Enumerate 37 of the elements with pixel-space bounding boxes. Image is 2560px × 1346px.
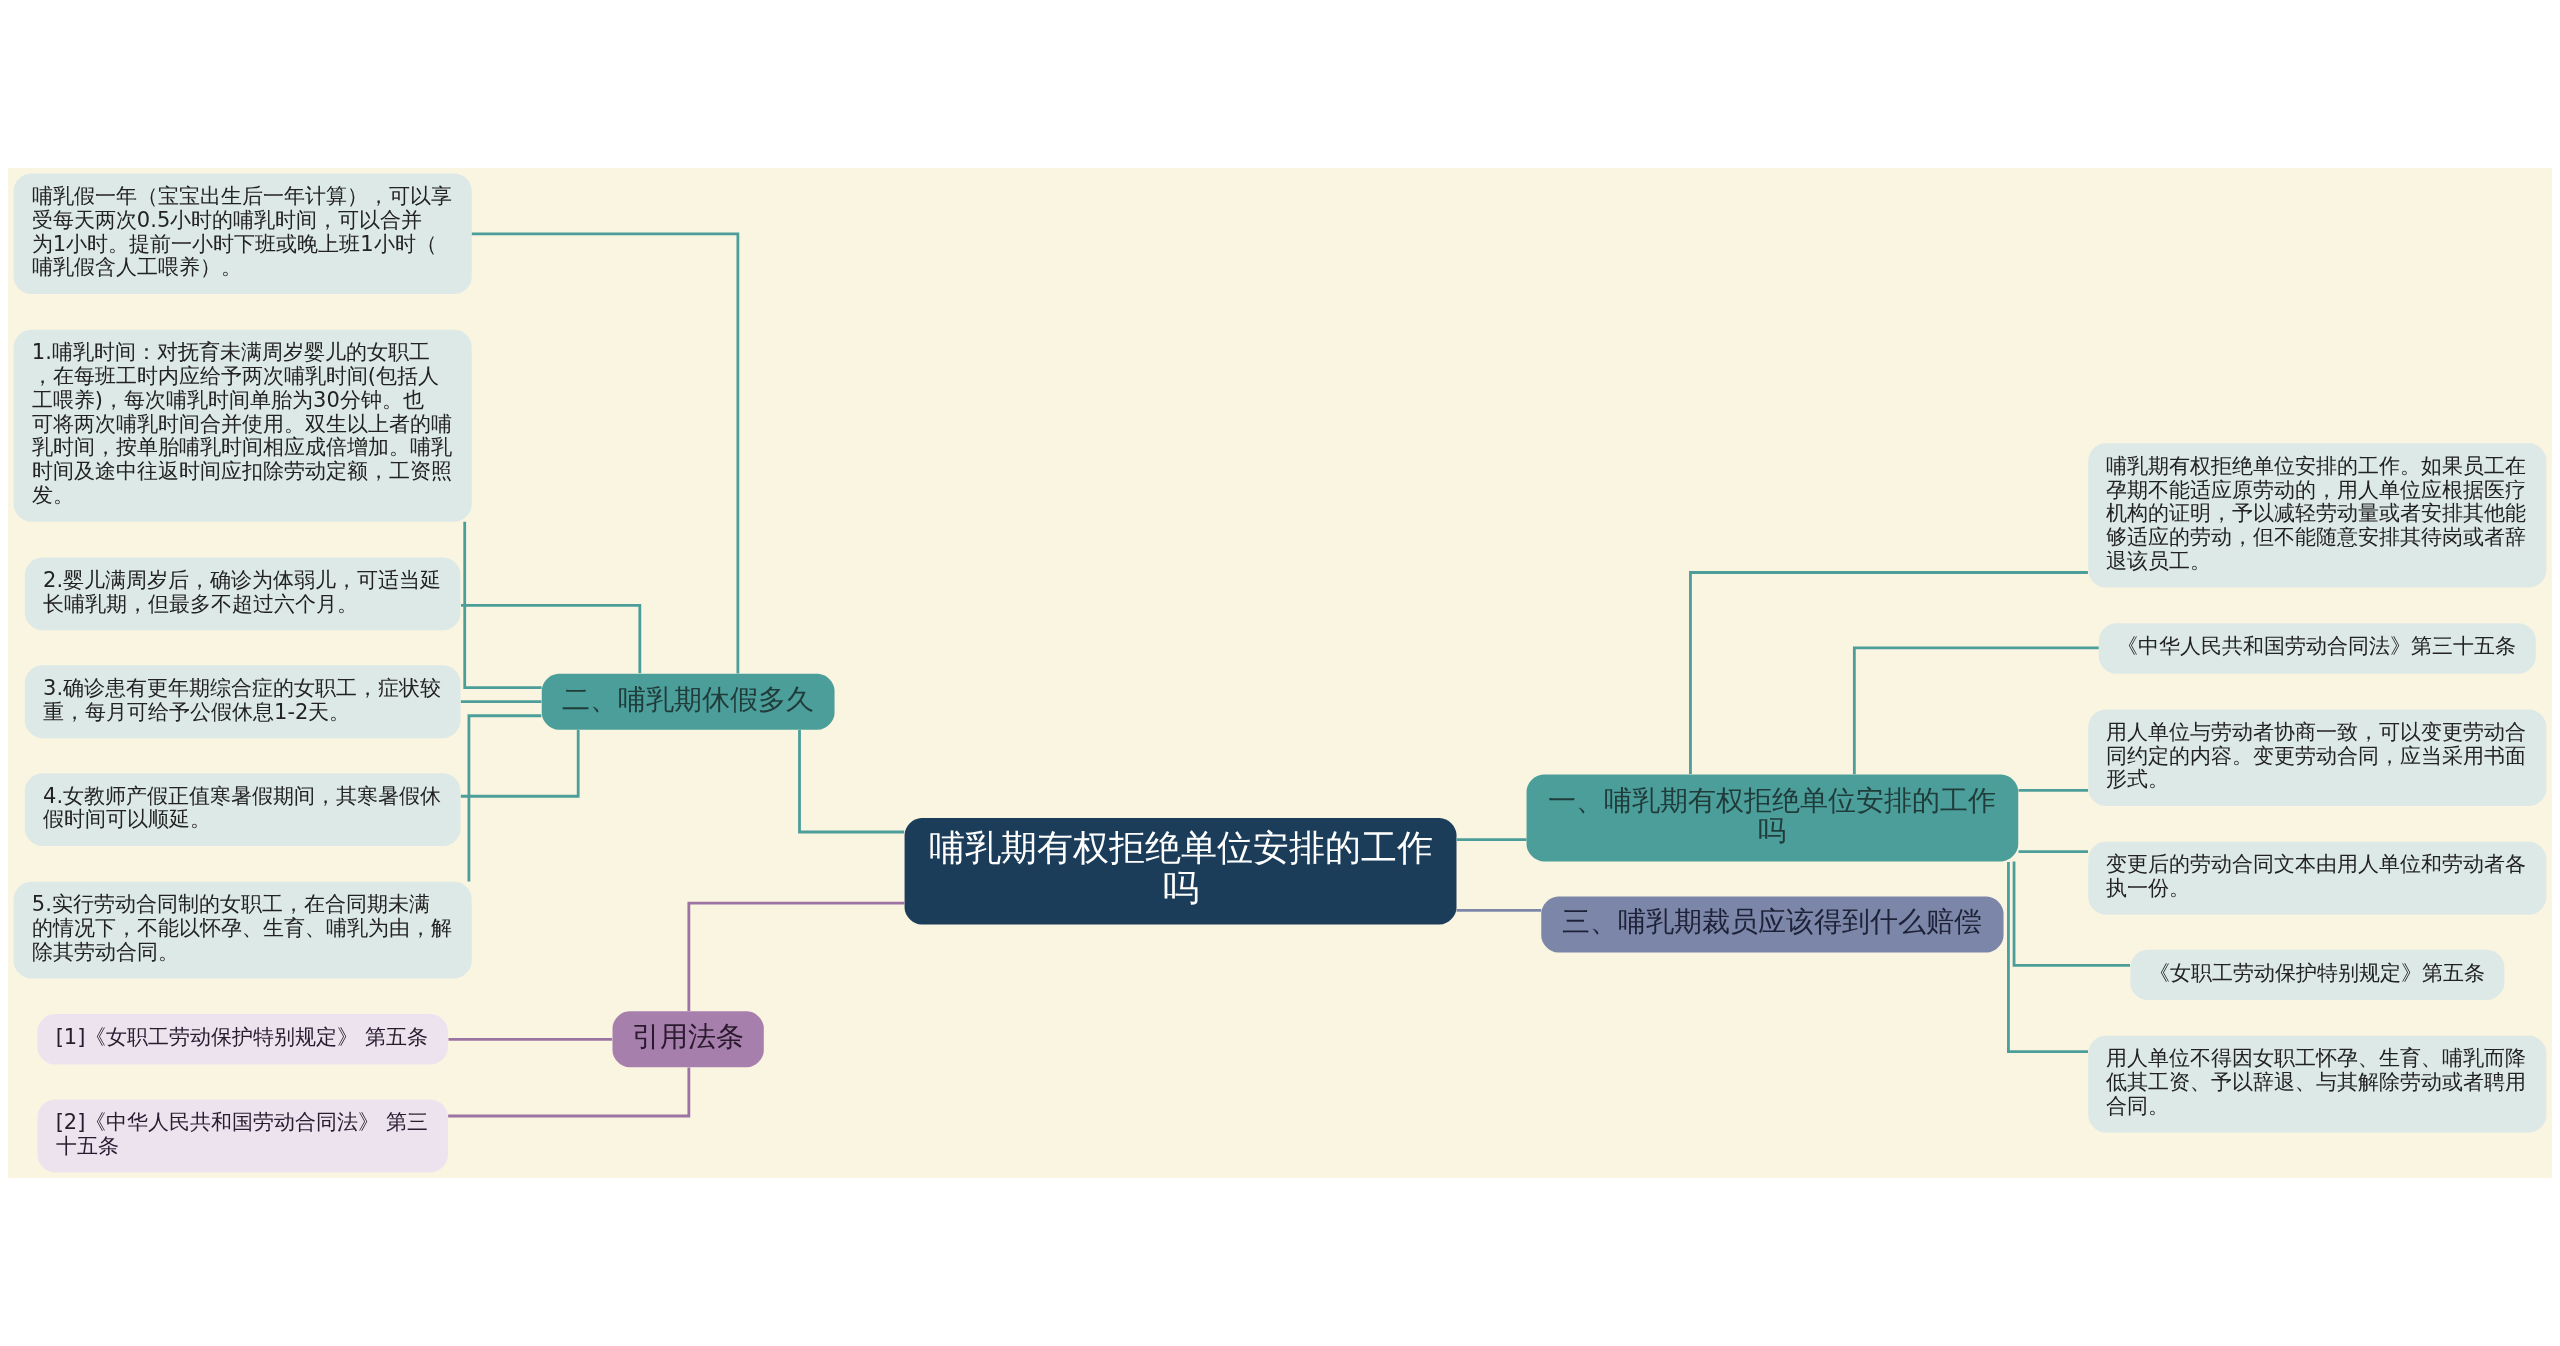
connector [461, 604, 642, 674]
connector [463, 521, 542, 690]
connector [2007, 861, 2088, 1053]
node-box: 哺乳期有权拒绝单位安排的工作。如果员工在孕期不能适应原劳动的，用人单位应根据医疗机构的证明，予以减轻劳动量或者安排其他能够适应的劳动，但不能随意安排其待岗或者辞退该员工。 [2088, 443, 2547, 588]
node-box: 变更后的劳动合同文本由用人单位和劳动者各执一份。 [2088, 841, 2547, 915]
node-box: 三、哺乳期裁员应该得到什么赔偿 [1541, 896, 2004, 953]
connector [467, 714, 542, 882]
node-box: 《中华人民共和国劳动合同法》第三十五条 [2098, 623, 2536, 674]
connector [448, 1067, 691, 1118]
connector [448, 1037, 613, 1041]
node-box: 哺乳假一年（宝宝出生后一年计算），可以享受每天两次0.5小时的哺乳时间，可以合并为1小时。提前一小时下班或晚上班1小时（哺乳假含人工喂养）。 [13, 173, 472, 295]
node-box: 二、哺乳期休假多久 [541, 673, 835, 730]
node-box: 一、哺乳期有权拒绝单位安排的工作吗 [1526, 774, 2019, 862]
connector [1456, 838, 1527, 842]
connector [1456, 909, 1542, 912]
connector [687, 901, 905, 1012]
connector [1689, 571, 2088, 775]
connector [798, 730, 905, 834]
node-box: 2.婴儿满周岁后，确诊为体弱儿，可适当延长哺乳期，但最多不超过六个月。 [24, 557, 461, 631]
node-box: 哺乳期有权拒绝单位安排的工作吗 [904, 818, 1457, 925]
connector [460, 700, 542, 704]
connector [1852, 646, 2099, 775]
connector [2012, 861, 2130, 967]
node-box: 4.女教师产假正值寒暑假期间，其寒暑假休假时间可以顺延。 [24, 773, 461, 846]
node-box: 5.实行劳动合同制的女职工，在合同期未满的情况下，不能以怀孕、生育、哺乳为由，解除其劳动合同。 [13, 881, 472, 979]
node-box: 《女职工劳动保护特别规定》第五条 [2130, 949, 2505, 1001]
node-box: [2]《中华人民共和国劳动合同法》 第三十五条 [37, 1099, 448, 1173]
node-box: 1.哺乳时间：对抚育未满周岁婴儿的女职工，在每班工时内应给予两次哺乳时间(包括人工喂养)，每次哺乳时间单胎为30分钟。也可将两次哺乳时间合并使用。双生以上者的哺乳时间，按单胎哺乳时间相应成倍增加。哺乳时间及途中往返时间应扣除劳动定额，工资照发。 [13, 329, 472, 522]
node-box: 引用法条 [612, 1011, 764, 1068]
node-box: 用人单位不得因女职工怀孕、生育、哺乳而降低其工资、予以辞退、与其解除劳动或者聘用合同。 [2088, 1035, 2547, 1133]
connector [2018, 788, 2089, 792]
node-box: 3.确诊患有更年期综合症的女职工，症状较重，每月可给予公假休息1-2天。 [24, 665, 461, 739]
connector [460, 730, 580, 798]
connector [2018, 850, 2089, 853]
node-box: [1]《女职工劳动保护特别规定》 第五条 [37, 1014, 448, 1065]
node-box: 用人单位与劳动者协商一致，可以变更劳动合同约定的内容。变更劳动合同，应当采用书面形式。 [2088, 709, 2547, 807]
connector [471, 232, 740, 674]
